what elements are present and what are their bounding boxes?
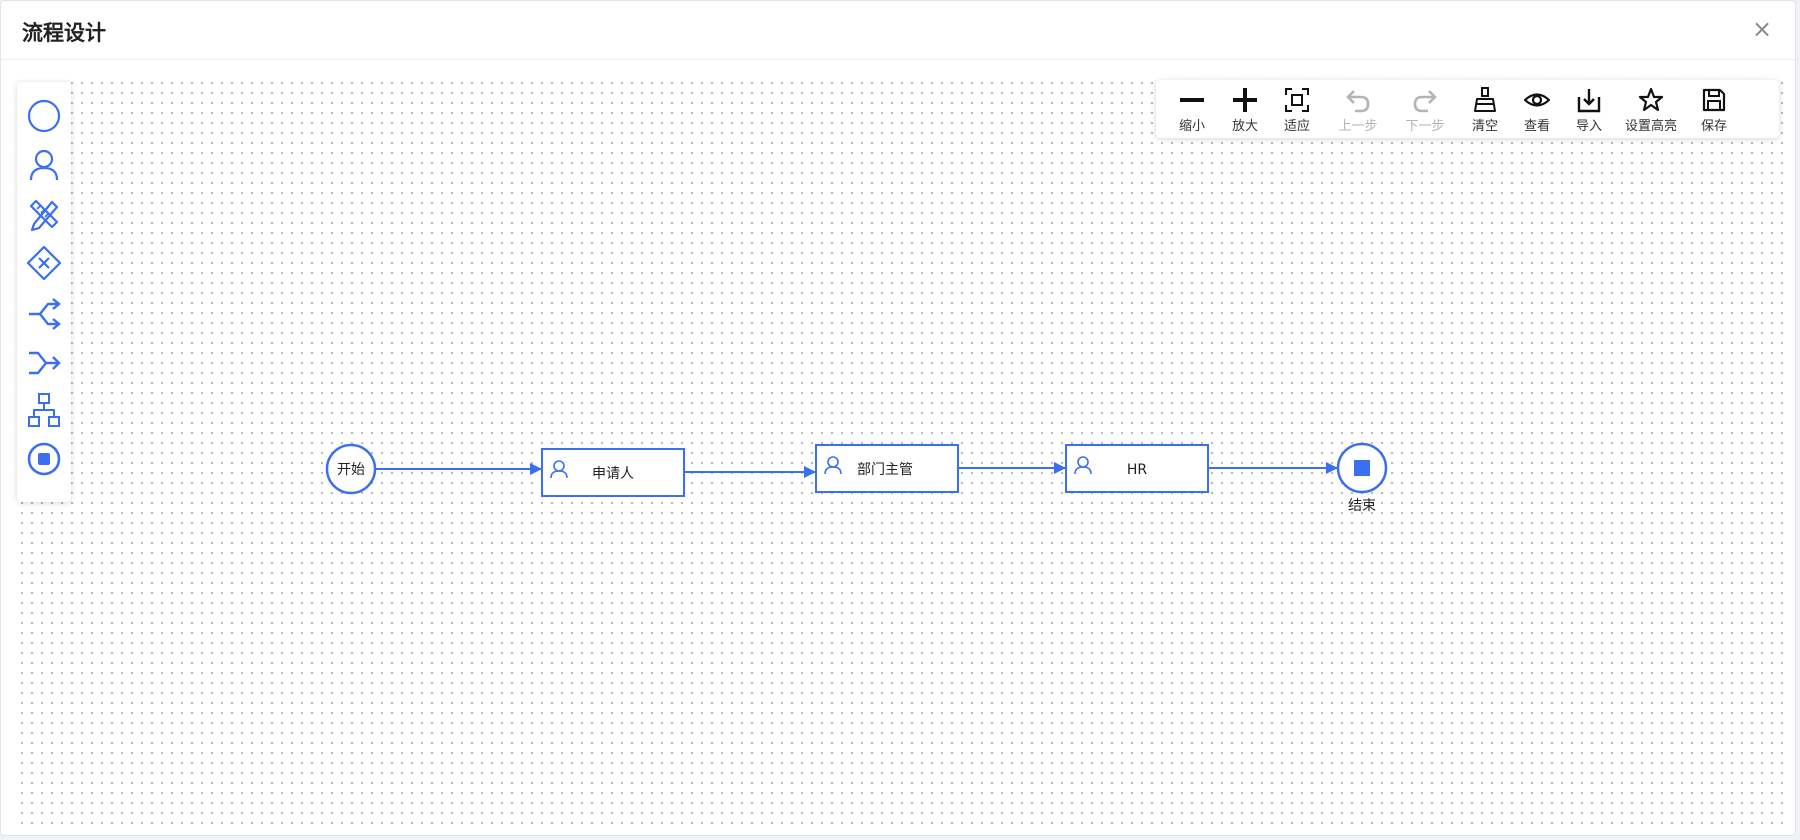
palette-join[interactable] <box>25 341 63 381</box>
redo-button[interactable]: 下一步 <box>1392 86 1458 134</box>
end-event[interactable]: 结束 <box>1336 442 1388 514</box>
fit-button[interactable]: 适应 <box>1268 86 1326 134</box>
clear-icon <box>1474 86 1496 112</box>
task-label: HR <box>1127 462 1148 478</box>
toolbar-label: 设置高亮 <box>1624 119 1677 134</box>
toolbar-label: 适应 <box>1283 119 1310 134</box>
flow-diagram: 开始 申请人 部门主管 <box>325 442 1388 514</box>
highlight-button[interactable]: 设置高亮 <box>1618 86 1684 134</box>
zoom-out-icon <box>1180 97 1204 102</box>
user-icon <box>1074 456 1092 475</box>
diagram-canvas[interactable]: 开始 申请人 部门主管 <box>13 74 1785 826</box>
toolbar-label: 下一步 <box>1405 119 1445 134</box>
stop-icon <box>1354 460 1370 476</box>
fit-icon <box>1285 87 1309 112</box>
start-event[interactable]: 开始 <box>325 443 377 495</box>
end-event-icon <box>27 442 61 476</box>
palette-user-task[interactable] <box>25 145 63 185</box>
user-icon <box>824 456 842 475</box>
close-button[interactable]: × <box>1749 16 1775 42</box>
task-label: 部门主管 <box>857 462 913 478</box>
join-icon <box>29 351 61 375</box>
start-event-label: 开始 <box>337 462 365 478</box>
subprocess-icon <box>28 393 60 427</box>
element-palette <box>17 82 71 502</box>
view-button[interactable]: 查看 <box>1508 86 1566 134</box>
toolbar-label: 缩小 <box>1178 119 1205 134</box>
toolbar-label: 清空 <box>1471 119 1498 134</box>
save-button[interactable]: 保存 <box>1685 86 1743 134</box>
dialog-title: 流程设计 <box>22 21 106 45</box>
view-icon <box>1524 92 1550 107</box>
palette-start-event[interactable] <box>25 96 63 136</box>
close-icon: × <box>1751 15 1773 43</box>
toolbar-label: 放大 <box>1231 119 1258 134</box>
toolbar-label: 保存 <box>1700 119 1727 134</box>
user-task-hr[interactable]: HR <box>1065 444 1209 493</box>
undo-button[interactable]: 上一步 <box>1325 86 1391 134</box>
palette-end-event[interactable] <box>25 439 63 479</box>
palette-fork[interactable] <box>25 292 63 332</box>
undo-icon <box>1346 89 1370 112</box>
user-task-manager[interactable]: 部门主管 <box>815 444 959 493</box>
import-button[interactable]: 导入 <box>1560 86 1618 134</box>
palette-script-task[interactable] <box>25 194 63 234</box>
palette-exclusive-gateway[interactable] <box>25 243 63 283</box>
palette-subprocess[interactable] <box>25 390 63 430</box>
dialog-header: 流程设计 × <box>1 1 1795 60</box>
user-icon <box>550 460 568 479</box>
zoom-in-icon <box>1233 87 1257 112</box>
canvas-toolbar: 缩小 放大 适应 上一步 <box>1156 80 1779 138</box>
save-icon <box>1702 88 1726 111</box>
start-event-icon <box>27 99 61 133</box>
redo-icon <box>1413 89 1437 112</box>
zoom-out-button[interactable]: 缩小 <box>1163 86 1221 134</box>
end-event-label: 结束 <box>1348 498 1376 514</box>
toolbar-label: 查看 <box>1523 119 1550 134</box>
script-task-icon <box>29 199 59 232</box>
clear-button[interactable]: 清空 <box>1456 86 1514 134</box>
exclusive-gateway-icon <box>26 245 62 281</box>
star-icon <box>1638 87 1664 111</box>
import-icon <box>1577 88 1601 112</box>
user-task-applicant[interactable]: 申请人 <box>541 448 685 497</box>
fork-icon <box>29 298 61 330</box>
task-label: 申请人 <box>592 466 634 482</box>
zoom-in-button[interactable]: 放大 <box>1216 86 1274 134</box>
toolbar-label: 上一步 <box>1338 119 1378 134</box>
user-task-icon <box>29 149 59 181</box>
toolbar-label: 导入 <box>1575 119 1602 134</box>
